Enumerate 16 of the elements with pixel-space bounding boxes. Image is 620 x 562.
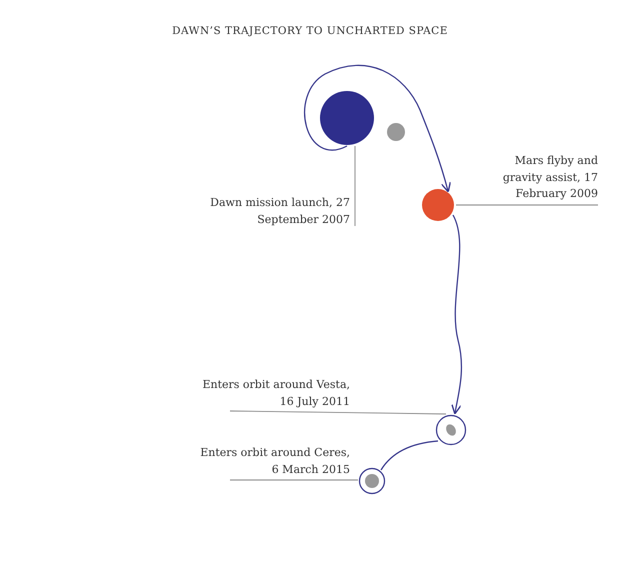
trajectory-arrow	[304, 64, 451, 193]
moon-circle	[385, 121, 407, 143]
leader-line	[354, 146, 356, 226]
trajectory-line	[380, 440, 438, 470]
planet-circle	[420, 187, 456, 223]
trajectory-arrow	[451, 214, 462, 415]
leader-line	[230, 410, 446, 414]
callout-text: Dawn mission launch, 27 September 2007	[208, 195, 350, 228]
callout-text: Mars flyby and gravity assist, 17 February 2009	[488, 153, 598, 202]
dwarf-planet-orbit-drawing	[357, 466, 387, 496]
asteroid-orbit-drawing	[434, 413, 468, 447]
leader-line	[456, 204, 598, 206]
diagram-title: DAWN’S TRAJECTORY TO UNCHARTED SPACE	[171, 25, 449, 37]
callout-text: Enters orbit around Vesta, 16 July 2011	[200, 377, 350, 410]
planet-circle	[318, 89, 376, 147]
callout-text: Enters orbit around Ceres, 6 March 2015	[200, 445, 350, 478]
